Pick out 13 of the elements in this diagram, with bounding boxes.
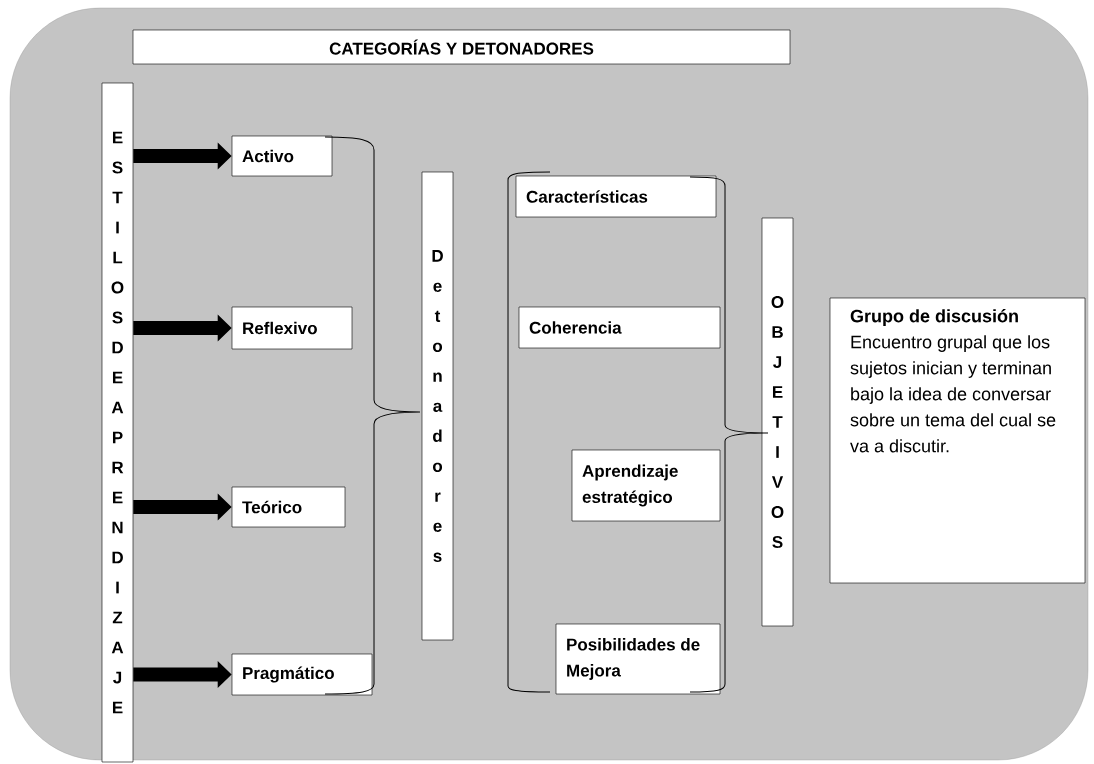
category-box: Teórico (231, 486, 346, 528)
definition-box: Grupo de discusión Encuentro grupal que los sujetos inician y terminan bajo la idea de conversar sobre un tema del cual se va a discutir. (829, 297, 1086, 584)
title-box: CATEGORÍAS Y DETONADORES (132, 29, 791, 65)
vertical-label-box: ESTILOS DE APRENDIZAJE (101, 82, 134, 763)
category-box: Características (515, 175, 717, 218)
vertical-label-box: OBJETIVOS (761, 217, 794, 627)
category-box: Coherencia (518, 306, 721, 349)
category-box: Aprendizaje estratégico (571, 449, 721, 522)
category-box: Activo (231, 135, 333, 177)
category-box: Reflexivo (231, 306, 353, 350)
category-box: Pragmático (231, 653, 373, 696)
category-box: Posibilidades de Mejora (555, 623, 721, 695)
vertical-label-box: Detonadores (421, 171, 454, 641)
